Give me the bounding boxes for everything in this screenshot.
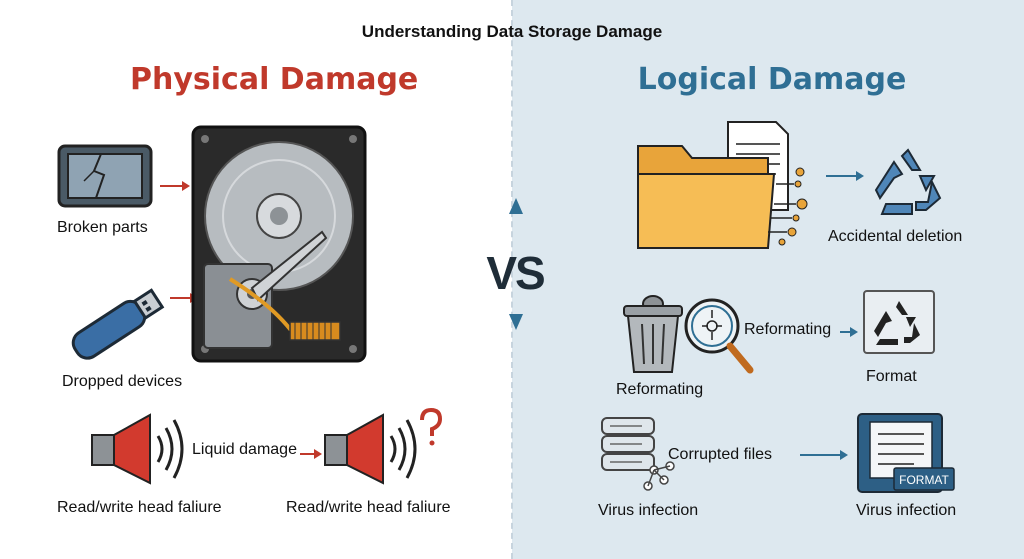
arrow-right-icon (800, 450, 848, 460)
broken-monitor-icon (57, 144, 153, 208)
accidental-deletion-label: Accidental deletion (828, 228, 963, 245)
corrupted-server-icon (601, 417, 675, 491)
virus-infection-label: Virus infection (856, 502, 957, 519)
center-divider (511, 0, 513, 559)
corrupted-files-label: Corrupted files (668, 446, 773, 463)
usb-drive-icon (71, 288, 165, 360)
logical-heading: Logical Damage (637, 62, 907, 97)
reformatting-label: Reformating (744, 321, 832, 338)
virus-infection-label: Virus infection (598, 502, 699, 519)
format-badge-text: FORMAT (899, 473, 949, 487)
vs-arrows-icon (509, 198, 523, 330)
format-disk-icon: FORMAT (857, 413, 955, 493)
vs-label: VS (486, 247, 545, 299)
recycle-icon (874, 148, 942, 215)
physical-heading: Physical Damage (130, 62, 419, 97)
reformatting-label: Reformating (616, 381, 704, 398)
arrow-right-icon (300, 449, 322, 459)
arrow-right-icon (826, 171, 864, 181)
magnifier-icon (684, 298, 754, 374)
trash-can-icon (623, 295, 683, 373)
broken-parts-label: Broken parts (57, 219, 148, 236)
head-failure-label: Read/write head faliure (286, 499, 451, 516)
hard-drive-icon (191, 125, 367, 363)
head-failure-label: Read/write head faliure (57, 499, 222, 516)
speaker-icon (91, 413, 184, 485)
liquid-damage-label: Liquid damage (192, 441, 297, 458)
folder-data-loss-icon (637, 121, 808, 249)
speaker-question-icon (324, 408, 443, 485)
page-title: Understanding Data Storage Damage (361, 22, 663, 41)
format-recycle-icon (863, 290, 935, 354)
arrow-right-icon (160, 181, 190, 191)
dropped-devices-label: Dropped devices (62, 373, 183, 390)
format-label: Format (866, 368, 917, 385)
arrow-right-icon (840, 327, 858, 337)
